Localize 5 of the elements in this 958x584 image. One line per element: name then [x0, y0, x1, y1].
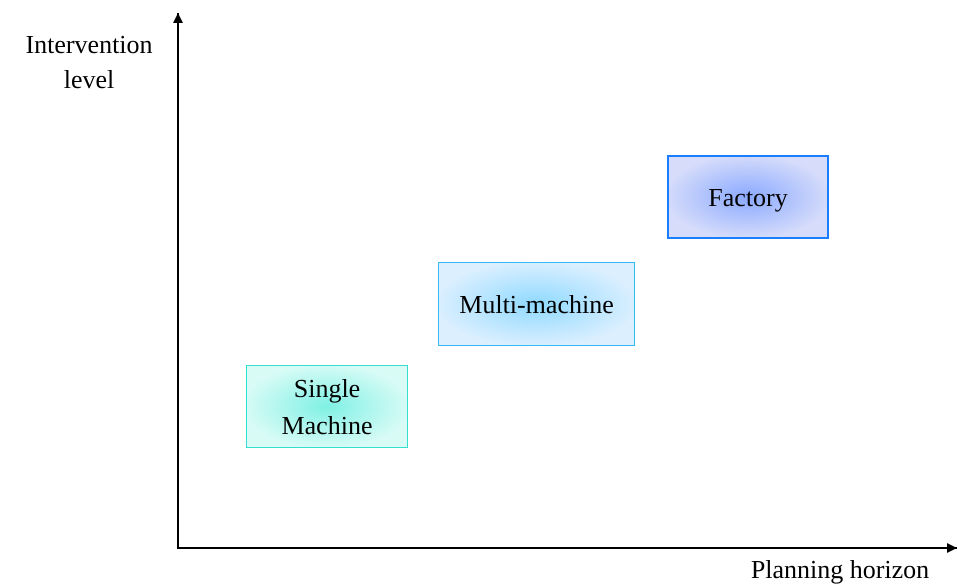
level-box: Multi-machine	[438, 262, 635, 346]
axis-title: Intervention level	[24, 29, 154, 96]
level-box: Factory	[667, 155, 829, 239]
axis-title: Planning horizon	[750, 554, 930, 584]
level-box: Single Machine	[246, 365, 408, 448]
